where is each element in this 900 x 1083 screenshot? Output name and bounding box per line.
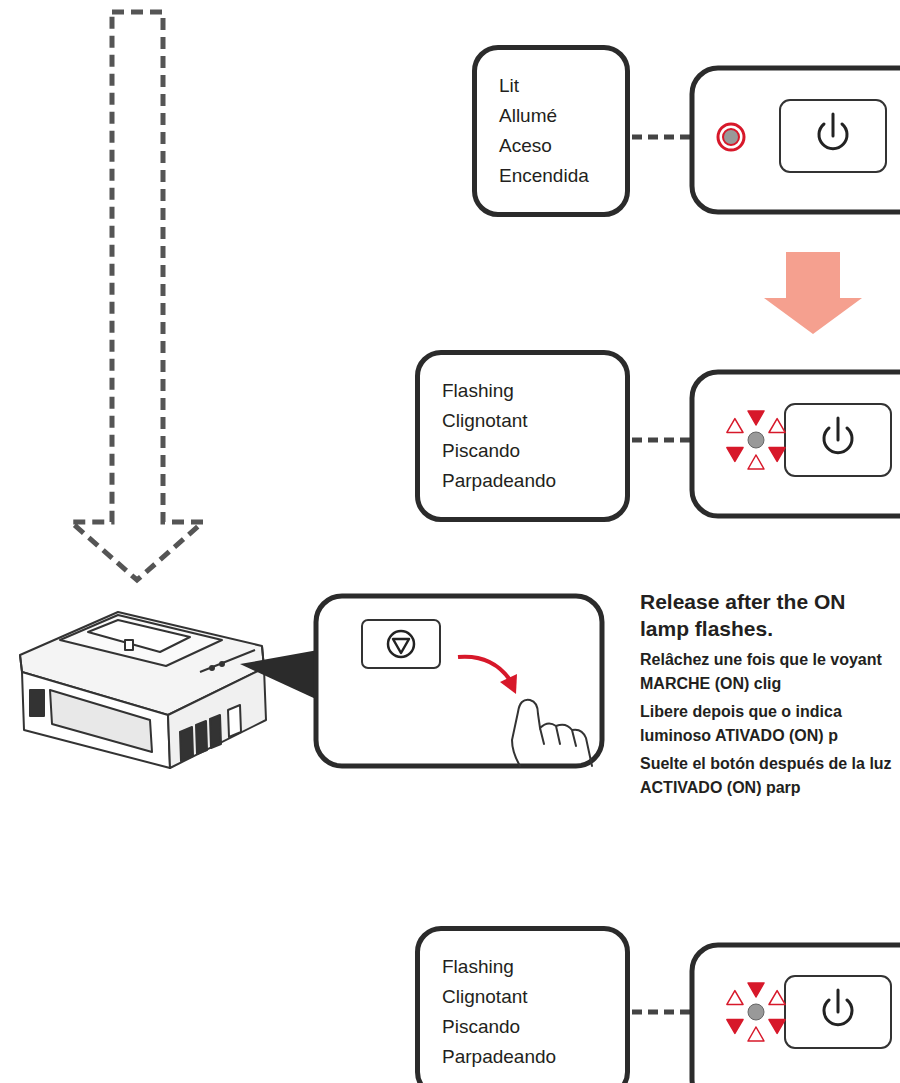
printer (20, 612, 266, 768)
text-box: FlashingClignotantPiscandoParpadeando (415, 926, 630, 1083)
status-text: Lit (499, 71, 611, 101)
status-text: Clignotant (442, 406, 611, 436)
stop-button (362, 620, 440, 668)
text-box: FlashingClignotantPiscandoParpadeando (415, 350, 630, 522)
status-text: Parpadeando (442, 1042, 611, 1072)
leader-arrow (632, 127, 716, 1022)
status-text: Encendida (499, 161, 611, 191)
flashing-lamp (727, 411, 785, 1041)
dashed-arrow (71, 12, 203, 580)
hand (512, 700, 592, 766)
instruction-text: Relâchez une fois que le voyant MARCHE (… (640, 648, 896, 696)
press-arrow (458, 657, 517, 694)
status-text: Flashing (442, 952, 611, 982)
status-text: Flashing (442, 376, 611, 406)
instruction-text: Suelte el botón después de la luz ACTIVA… (640, 752, 896, 800)
status-text: Piscando (442, 1012, 611, 1042)
text-box: LitAlluméAcesoEncendida (472, 45, 630, 217)
button-panel (692, 68, 900, 1083)
status-text: Clignotant (442, 982, 611, 1012)
instruction-text: Libere depois que o indica luminoso ATIV… (640, 700, 896, 748)
status-text: Aceso (499, 131, 611, 161)
flow-arrow (764, 252, 862, 334)
power-button (780, 100, 891, 1048)
status-text: Piscando (442, 436, 611, 466)
power-icon (819, 114, 852, 1025)
instruction-text: Release after the ON lamp flashes. (640, 588, 895, 642)
status-text: Allumé (499, 101, 611, 131)
lit-lamp (718, 124, 744, 150)
callout-pointer (240, 650, 318, 700)
status-text: Parpadeando (442, 466, 611, 496)
callout-box (316, 596, 602, 766)
